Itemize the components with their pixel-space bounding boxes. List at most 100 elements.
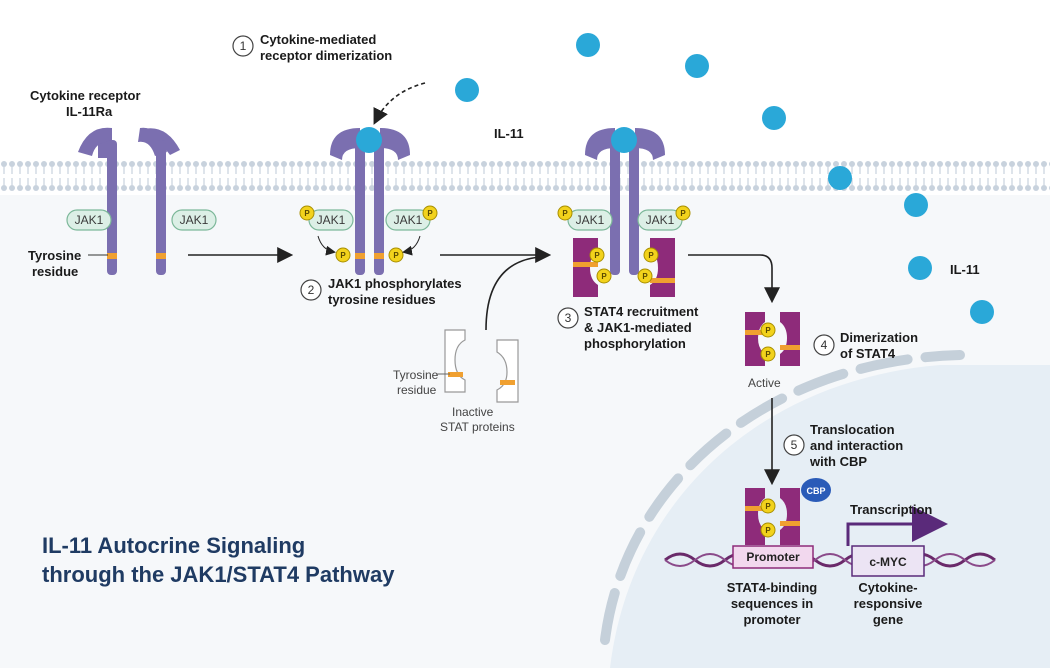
inactive-label-sub: STAT proteins (440, 420, 515, 434)
binding-label: sequences in (731, 596, 813, 611)
cbp-label: CBP (806, 486, 825, 496)
step-text: & JAK1-mediated (584, 320, 692, 335)
svg-text:P: P (765, 502, 771, 511)
cytokine-il11-group (455, 33, 994, 324)
step-number: 1 (240, 39, 247, 53)
tyrosine-mark (156, 253, 166, 259)
active-label: Active (748, 376, 781, 390)
inactive-label: Inactive (452, 405, 494, 419)
svg-text:P: P (765, 526, 771, 535)
inactive-stat-proteins (444, 329, 519, 403)
transcription-label: Transcription (850, 502, 932, 517)
cytokine-sphere (828, 166, 852, 190)
receptor-label: Cytokine receptor (30, 88, 141, 103)
inactive-tyrosine-label-sub: residue (397, 383, 437, 397)
active-stat4-dimer: P P (745, 312, 800, 366)
jak1-unbound-left: JAK1 (66, 209, 112, 231)
gene-label: responsive (854, 596, 923, 611)
svg-text:P: P (340, 251, 346, 260)
jak1-label: JAK1 (75, 213, 104, 227)
svg-text:P: P (648, 251, 654, 260)
jak1-bound-right: JAK1 (385, 209, 431, 231)
cbp-protein: CBP (801, 478, 831, 502)
title-line-2: through the JAK1/STAT4 Pathway (42, 562, 395, 587)
cytokine-bound (356, 127, 382, 153)
step-text: STAT4 recruitment (584, 304, 699, 319)
svg-text:P: P (680, 209, 686, 218)
phospho-group-3: P P P P P P (557, 205, 691, 284)
step-2: 2 JAK1 phosphorylates tyrosine residues (300, 276, 462, 307)
svg-text:P: P (304, 209, 310, 218)
binding-label: promoter (743, 612, 800, 627)
step-text: Dimerization (840, 330, 918, 345)
svg-text:P: P (601, 272, 607, 281)
step-text: and interaction (810, 438, 903, 453)
dimerization-arrow (373, 82, 426, 125)
nucleus (600, 350, 1050, 668)
jak1-label: JAK1 (646, 213, 675, 227)
step-4: 4 Dimerization of STAT4 (813, 330, 918, 361)
jak1-label: JAK1 (317, 213, 346, 227)
step-number: 3 (565, 311, 572, 325)
il11-label: IL-11 (494, 126, 524, 141)
step-text: with CBP (809, 454, 867, 469)
step-1: 1 Cytokine-mediated receptor dimerizatio… (232, 32, 392, 63)
cytokine-sphere (576, 33, 600, 57)
inactive-tyrosine-label: Tyrosine (393, 368, 439, 382)
cytokine-sphere (908, 256, 932, 280)
stat4-dimer-promoter: P P (745, 488, 800, 545)
step-text: tyrosine residues (328, 292, 436, 307)
tyrosine-label-sub: residue (32, 264, 78, 279)
step-text: of STAT4 (840, 346, 896, 361)
flow-arrow (688, 254, 780, 304)
receptor-pair-bound (330, 127, 410, 275)
gene-label: gene (873, 612, 903, 627)
svg-text:P: P (594, 251, 600, 260)
svg-text:P: P (765, 350, 771, 359)
step-3: 3 STAT4 recruitment & JAK1-mediated phos… (557, 304, 699, 351)
jak1-stat4-right: JAK1 (637, 209, 683, 231)
jak1-label: JAK1 (180, 213, 209, 227)
jak1-stat4-left: JAK1 (567, 209, 613, 231)
step-number: 5 (791, 438, 798, 452)
step-text: JAK1 phosphorylates (328, 276, 462, 291)
step-text: Translocation (810, 422, 895, 437)
tyrosine-label: Tyrosine (28, 248, 81, 263)
binding-label: STAT4-binding (727, 580, 818, 595)
svg-text:P: P (427, 209, 433, 218)
cytokine-sphere (904, 193, 928, 217)
gene-label: Cytokine- (858, 580, 917, 595)
svg-text:P: P (642, 272, 648, 281)
promoter-label: Promoter (746, 550, 800, 564)
jak1-label: JAK1 (394, 213, 423, 227)
cytokine-sphere (455, 78, 479, 102)
step-number: 2 (308, 283, 315, 297)
svg-text:P: P (562, 209, 568, 218)
jak1-label: JAK1 (576, 213, 605, 227)
cell-membrane (0, 160, 1050, 192)
il11-label-right: IL-11 (950, 262, 980, 277)
cytokine-sphere (970, 300, 994, 324)
cytokine-sphere (762, 106, 786, 130)
step-text: phosphorylation (584, 336, 686, 351)
jak1-unbound-right: JAK1 (171, 209, 217, 231)
step-text: receptor dimerization (260, 48, 392, 63)
cmyc-box: c-MYC (851, 545, 925, 577)
recruitment-arrow (485, 256, 541, 331)
svg-text:P: P (393, 251, 399, 260)
cmyc-label: c-MYC (869, 555, 907, 569)
promoter-box: Promoter (732, 545, 814, 569)
tyrosine-mark (107, 253, 117, 259)
dna-strand (664, 552, 996, 568)
step-number: 4 (821, 338, 828, 352)
cytokine-sphere (685, 54, 709, 78)
receptor-label-sub: IL-11Ra (66, 104, 113, 119)
step-text: Cytokine-mediated (260, 32, 376, 47)
jak1-bound-left: JAK1 (308, 209, 354, 231)
phospho-group-2: P P P P (299, 205, 438, 263)
title-line-1: IL-11 Autocrine Signaling (42, 533, 305, 558)
transcription-arrow (846, 506, 948, 546)
step-5: 5 Translocation and interaction with CBP (783, 422, 903, 469)
